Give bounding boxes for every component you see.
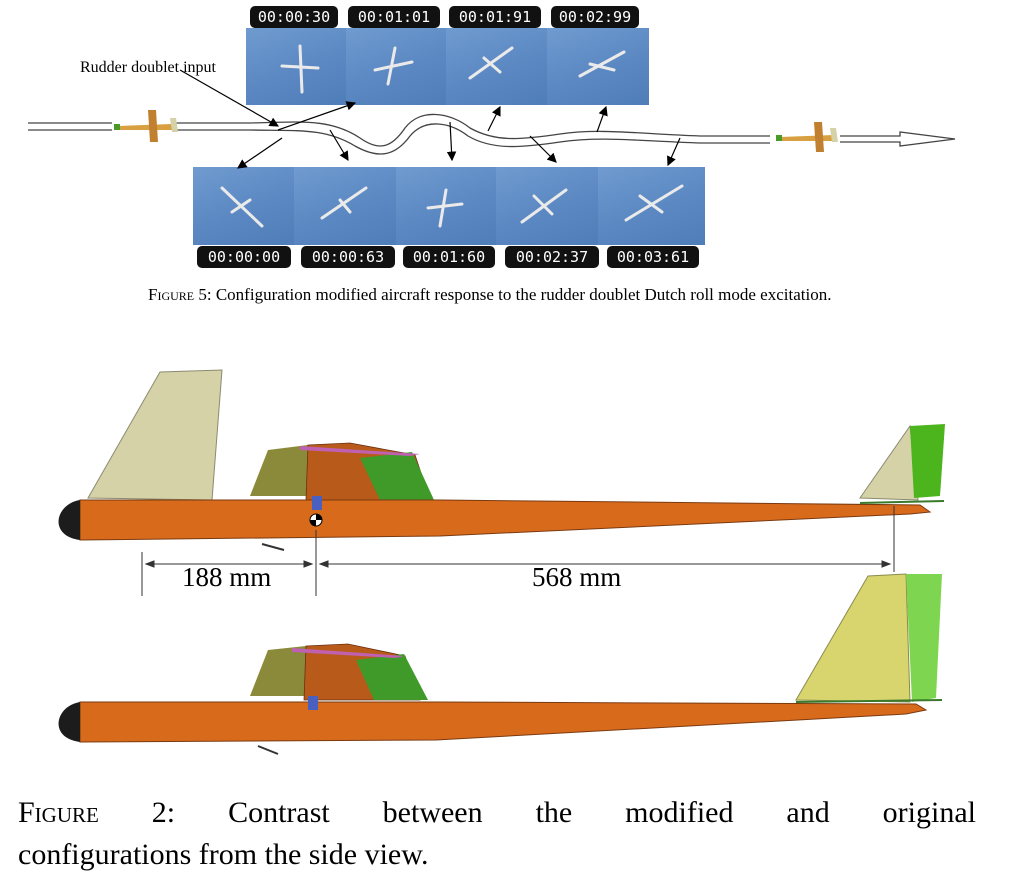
modified-canopy-rear	[360, 452, 434, 500]
photo-aircraft-icons	[220, 44, 684, 228]
figure-2-caption-line-2: configurations from the side view.	[18, 838, 429, 871]
caption-word: modified	[625, 796, 734, 829]
original-horizontal-tail	[795, 573, 911, 703]
figure-2-caption-line-1: Figure 2: Contrast between the modified …	[18, 792, 976, 834]
timestamp-top-4: 00:02:99	[551, 6, 639, 28]
photo-top-3	[446, 28, 547, 105]
timestamp-top-3: 00:01:91	[449, 6, 541, 28]
timestamp-bottom-3: 00:01:60	[403, 246, 495, 268]
modified-horizontal-tail	[859, 424, 919, 501]
caption-word: between	[382, 796, 483, 829]
original-aircraft	[58, 573, 943, 755]
modified-rudder	[910, 424, 945, 498]
original-canopy-top	[292, 648, 404, 658]
figure-5-caption: Figure 5: Configuration modified aircraf…	[148, 285, 831, 305]
timestamp-bottom-4: 00:02:37	[505, 246, 599, 268]
modified-canopy-top	[300, 446, 420, 456]
original-nose-cone	[58, 702, 80, 742]
dimension-label-188: 188 mm	[182, 562, 272, 592]
figure-5-caption-prefix: Figure	[148, 285, 195, 304]
figure-2-caption-prefix: Figure	[18, 796, 99, 829]
timestamp-top-1: 00:00:30	[250, 6, 338, 28]
aircraft-right-icon	[776, 122, 838, 152]
modified-canopy-front	[250, 445, 308, 496]
figure-2-caption: Figure 2: Contrast between the modified …	[18, 792, 976, 876]
dimension-lines	[141, 506, 895, 596]
caption-word: original	[882, 796, 976, 829]
figure-5-caption-text: 5: Configuration modified aircraft respo…	[194, 285, 832, 304]
timestamp-bottom-2: 00:00:63	[301, 246, 395, 268]
original-fuselage	[79, 701, 928, 743]
modified-fuselage	[79, 499, 932, 541]
original-rudder	[906, 574, 942, 702]
photo-bottom-4	[496, 167, 598, 245]
timestamp-bottom-1: 00:00:00	[197, 246, 291, 268]
original-canopy-front	[250, 646, 306, 696]
modified-wing	[87, 369, 223, 501]
caption-word: 2:	[151, 796, 176, 829]
caption-word: Contrast	[228, 796, 330, 829]
pointer-arrows	[179, 69, 681, 169]
modified-aircraft	[58, 369, 945, 551]
original-canopy-rear	[356, 654, 428, 700]
aircraft-left-icon	[114, 110, 178, 142]
dimension-label-568: 568 mm	[532, 562, 622, 592]
modified-nose-cone	[58, 500, 80, 540]
caption-word: and	[786, 796, 830, 829]
caption-word: the	[535, 796, 573, 829]
timestamp-top-2: 00:01:01	[348, 6, 440, 28]
timestamp-bottom-5: 00:03:61	[607, 246, 699, 268]
